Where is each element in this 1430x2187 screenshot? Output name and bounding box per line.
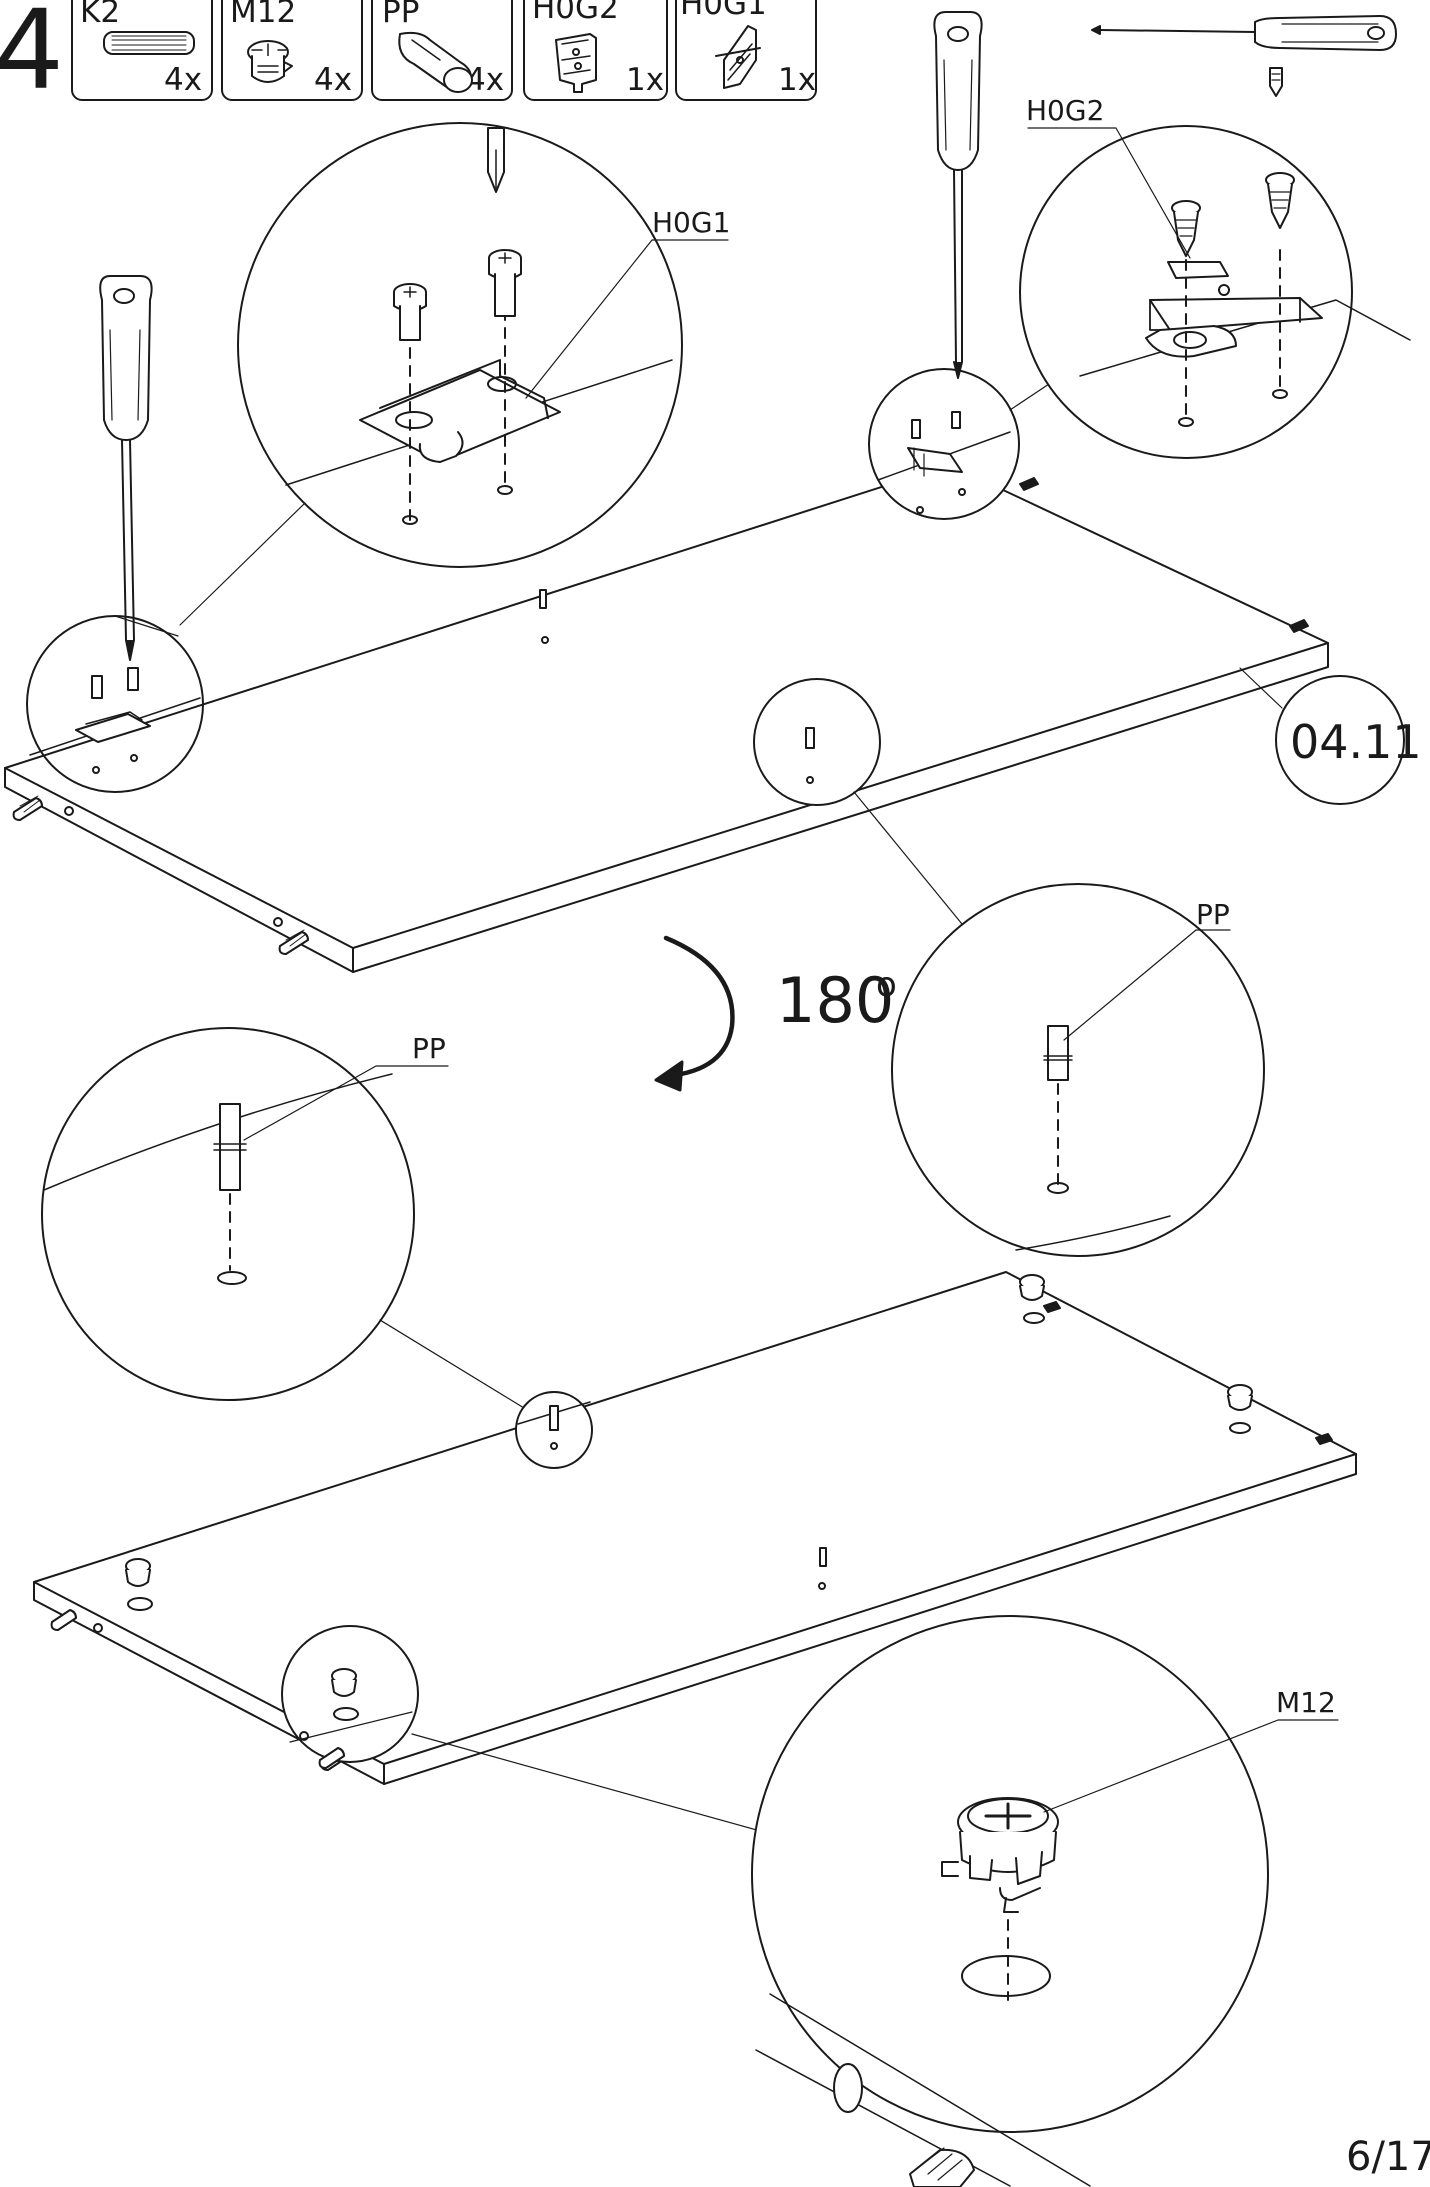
svg-text:PP: PP [412, 1032, 446, 1065]
screwdriver-icon [99, 275, 153, 661]
screw-icon [1269, 67, 1283, 97]
screw-icon [1171, 200, 1201, 257]
dowel-icon [909, 2147, 975, 2187]
svg-text:H0G2: H0G2 [532, 0, 619, 26]
cam-pin-icon [398, 31, 473, 93]
hardware-card-m12: M12 4x [221, 0, 363, 101]
screw-icon [488, 249, 522, 317]
svg-text:H0G1: H0G1 [652, 206, 730, 239]
detail-circle-small-m12 [281, 1625, 765, 1833]
detail-circle-small-h0g1 [26, 615, 204, 793]
svg-text:180: 180 [776, 964, 894, 1037]
step-number: 4 [0, 0, 64, 114]
hardware-card-h0g2: H0G2 1x [523, 0, 668, 101]
cam-lock-icon [247, 40, 293, 83]
hardware-card-k2: K2 4x [71, 0, 213, 101]
detail-circle-small-h0g2 [868, 357, 1089, 520]
dowel-icon [103, 31, 195, 55]
cam-lock-icon [1019, 1274, 1045, 1301]
detail-circle-h0g2: H0G2 [1019, 94, 1411, 459]
svg-text:M12: M12 [1276, 1686, 1336, 1719]
svg-text:PP: PP [382, 0, 419, 30]
detail-circle-h0g1: H0G1 [114, 122, 730, 637]
detail-circle-small-pp [753, 678, 963, 925]
cam-lock-icon [1227, 1384, 1253, 1411]
detail-circle-pp-left: PP [41, 1027, 525, 1409]
hanger-bracket-icon [715, 25, 761, 89]
cam-lock-icon [941, 1797, 1059, 1913]
svg-text:4x: 4x [314, 62, 352, 98]
svg-text:6/17: 6/17 [1346, 2134, 1430, 2180]
screwdriver-icon [1091, 15, 1397, 51]
svg-text:H0G1: H0G1 [680, 0, 767, 22]
svg-text:K2: K2 [80, 0, 120, 30]
rotate-arrow-icon [654, 935, 735, 1092]
hardware-card-h0g1: H0G1 1x [675, 0, 817, 101]
svg-text:04.11: 04.11 [1290, 715, 1422, 769]
svg-text:PP: PP [1196, 898, 1230, 931]
panel-code-badge: 04.11 [1239, 667, 1422, 805]
svg-text:4: 4 [0, 0, 64, 114]
svg-text:1x: 1x [778, 62, 816, 98]
detail-circle-pp-right: PP [891, 883, 1265, 1257]
cam-lock-icon [125, 1558, 151, 1587]
screw-icon [1265, 172, 1295, 229]
top-panel [4, 464, 1329, 973]
screwdriver-tip-icon [487, 127, 505, 193]
svg-text:M12: M12 [230, 0, 296, 30]
detail-circle-m12: M12 [751, 1615, 1339, 2187]
svg-text:H0G2: H0G2 [1026, 94, 1104, 127]
svg-text:o: o [876, 965, 897, 1005]
screwdriver-icon [933, 11, 983, 379]
dowel-icon [12, 795, 43, 821]
hanger-bracket-icon [555, 33, 597, 93]
screw-icon [393, 283, 427, 341]
detail-circle-small-pp-bottom [515, 1391, 593, 1469]
page-number: 6/17 [1346, 2134, 1430, 2180]
dowel-icon [1019, 477, 1309, 633]
svg-text:4x: 4x [164, 62, 202, 98]
dowel-icon [278, 929, 309, 955]
hardware-card-pp: PP 4x [371, 0, 513, 101]
rotation-label: 180 o [776, 964, 897, 1037]
svg-text:1x: 1x [626, 62, 664, 98]
